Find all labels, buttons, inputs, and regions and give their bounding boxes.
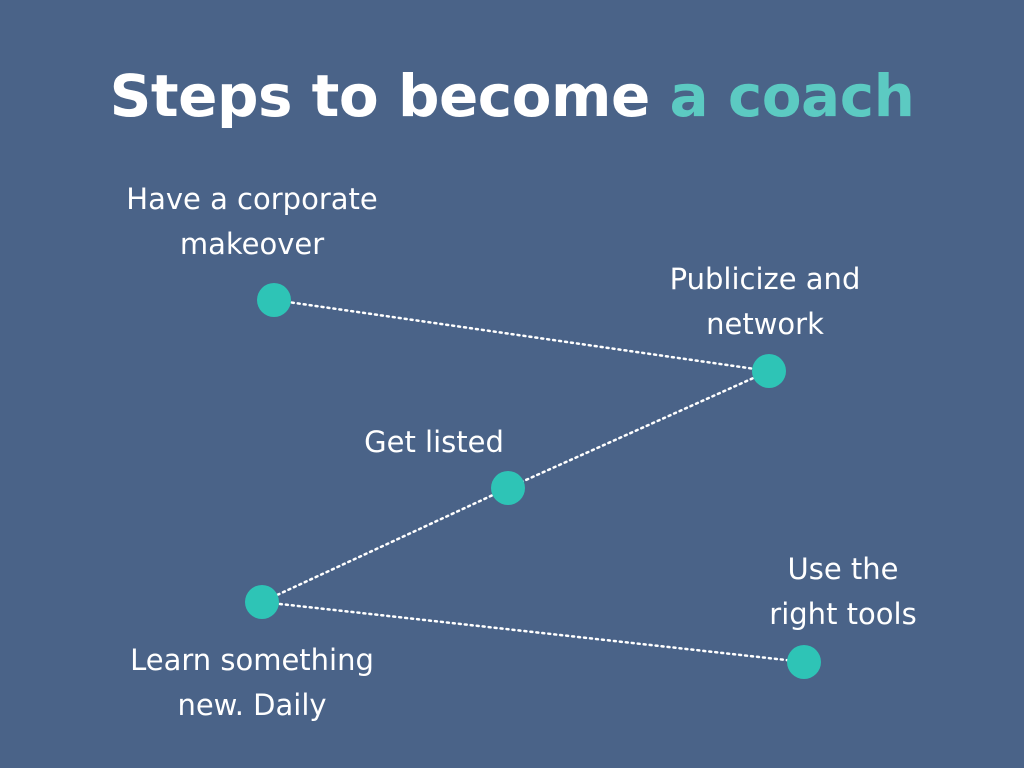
step-label-line: Learn something xyxy=(130,643,374,677)
step-label-line: right tools xyxy=(769,597,917,631)
step-label-publicize-network: Publicize and network xyxy=(620,257,910,347)
step-label-line: network xyxy=(706,307,824,341)
step-node-corporate-makeover xyxy=(257,283,291,317)
step-label-line: Use the xyxy=(787,552,899,586)
step-node-learn-daily xyxy=(245,585,279,619)
page-title: Steps to become a coach xyxy=(0,58,1024,134)
step-label-line: Have a corporate xyxy=(126,182,378,216)
step-label-line: Get listed xyxy=(364,425,504,459)
connector-2-3 xyxy=(506,369,771,490)
title-accent: a coach xyxy=(669,62,915,130)
step-label-line: makeover xyxy=(179,227,325,261)
connector-3-4 xyxy=(260,486,510,604)
step-label-right-tools: Use the right tools xyxy=(723,547,963,637)
step-label-get-listed: Get listed xyxy=(324,420,544,465)
title-main: Steps to become xyxy=(109,62,670,130)
step-label-line: new. Daily xyxy=(177,688,327,722)
step-label-corporate-makeover: Have a corporate makeover xyxy=(92,177,412,267)
step-node-publicize-network xyxy=(752,354,786,388)
step-node-get-listed xyxy=(491,471,525,505)
step-node-right-tools xyxy=(787,645,821,679)
connector-4-5 xyxy=(260,600,806,664)
step-label-line: Publicize and xyxy=(669,262,861,296)
step-label-learn-daily: Learn something new. Daily xyxy=(92,638,412,728)
connector-1-2 xyxy=(272,298,771,373)
